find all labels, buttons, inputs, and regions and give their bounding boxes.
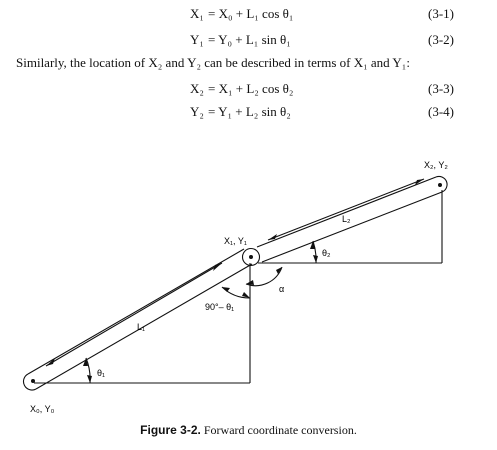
label-theta2: θ₂ — [322, 248, 331, 258]
label-complement-angle: 90°– θ₁ — [205, 302, 234, 312]
label-theta1: θ₁ — [97, 368, 105, 378]
equation-lhs: Y₁ — [190, 32, 204, 47]
arrowhead-icon — [87, 375, 92, 383]
equation-rhs: = X₀ + L₁ cos θ₁ — [208, 6, 294, 21]
label-alpha: α — [279, 284, 284, 294]
equation-lhs: Y₂ — [190, 104, 204, 119]
label-end: X₂, Y₂ — [424, 160, 448, 170]
link-l1-bar — [22, 248, 253, 391]
equation-rhs: = Y₀ + L₁ sin θ₁ — [208, 32, 291, 47]
arrowhead-icon — [415, 179, 424, 185]
equation-lhs: X₂ — [190, 81, 204, 96]
base-pivot-dot — [31, 379, 35, 383]
caption-label: Figure 3-2. — [140, 423, 201, 437]
arrowhead-icon — [83, 358, 88, 366]
arrowhead-icon — [276, 267, 282, 274]
arrowhead-icon — [222, 287, 230, 292]
arrowhead-icon — [268, 234, 277, 240]
caption-text: Forward coordinate conversion. — [203, 423, 357, 437]
arrowhead-icon — [313, 255, 318, 263]
arrowhead-icon — [46, 358, 55, 366]
label-joint: X₁, Y₁ — [224, 236, 247, 246]
label-base: X₀, Y₀ — [30, 404, 55, 414]
link-l2-bar — [256, 175, 448, 263]
equation-number: (3-3) — [428, 81, 454, 96]
equation-rhs: = X₁ + L₂ cos θ₂ — [208, 81, 294, 96]
equation-number: (3-4) — [428, 104, 454, 119]
figure-caption: Figure 3-2. Forward coordinate conversio… — [0, 423, 497, 438]
arrowhead-icon — [242, 292, 250, 298]
elbow-joint — [241, 247, 261, 267]
arrowhead-icon — [213, 263, 222, 271]
alpha-arc — [245, 266, 283, 287]
l1-dimension-line — [45, 262, 223, 367]
body-paragraph: Similarly, the location of X₂ and Y₂ can… — [16, 55, 410, 70]
equation-number: (3-1) — [428, 6, 454, 21]
elbow-pivot-dot — [249, 255, 253, 259]
label-l2: L₂ — [342, 214, 351, 224]
arrowhead-icon — [246, 280, 254, 285]
arrowhead-icon — [310, 241, 315, 249]
equation-lhs: X₁ — [190, 6, 204, 21]
label-l1: L₁ — [137, 322, 145, 332]
end-pivot-dot — [438, 183, 442, 187]
equation-number: (3-2) — [428, 32, 454, 47]
equation-rhs: = Y₁ + L₂ sin θ₂ — [208, 104, 291, 119]
l2-dimension-line — [267, 178, 425, 241]
